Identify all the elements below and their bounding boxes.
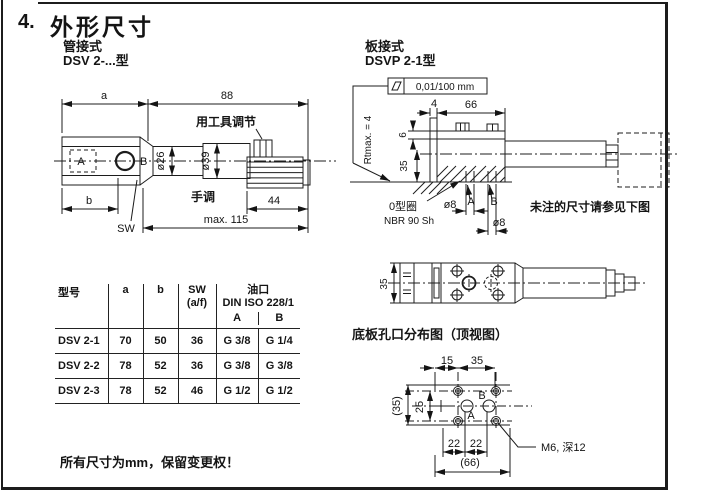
dim-a: a xyxy=(101,90,108,102)
plate-valve-topview xyxy=(388,262,646,304)
sw-af-label: (a/f) xyxy=(186,297,208,309)
dim-88: 88 xyxy=(221,90,233,102)
hole-layout-title: 底板孔口分布图（顶视图） xyxy=(352,327,509,342)
plate-port-a-label: A xyxy=(467,196,475,208)
hole-port-b-label: B xyxy=(478,390,485,402)
dim-rtmax: Rtmax. = 4 xyxy=(363,115,374,164)
plate-valve-drawing xyxy=(350,77,680,235)
dim-4: 4 xyxy=(431,98,437,110)
oil-label: 油口 xyxy=(247,284,270,296)
flatness-value: 0,01/100 mm xyxy=(416,82,474,93)
port-b-label: B xyxy=(140,156,147,168)
section-number: 4. xyxy=(18,11,35,33)
table-row: DSV 2-2 78 52 36 G 3/8 G 3/8 xyxy=(55,353,301,379)
col-header-sw: SW (a/f) xyxy=(178,284,217,329)
frame-bottom xyxy=(1,487,668,490)
hole-dim-66p: (66) xyxy=(460,457,480,469)
sw-label: SW xyxy=(188,284,206,296)
dim-dia8-b: ø8 xyxy=(493,217,506,229)
hole-dim-25: 25 xyxy=(414,401,426,413)
dim-44: 44 xyxy=(268,195,280,207)
page-title: 外形尺寸 xyxy=(50,14,154,40)
cell-port-a: G 3/8 xyxy=(216,353,259,379)
dim-max115: max. 115 xyxy=(204,214,248,226)
cell-a: 78 xyxy=(108,353,144,379)
hole-dim-35: 35 xyxy=(471,355,483,367)
hole-layout-drawing xyxy=(405,365,536,477)
hole-dim-35p: (35) xyxy=(391,396,403,416)
thread-spec-label: M6, 深12 xyxy=(541,441,586,454)
cell-port-b: G 1/2 xyxy=(258,378,301,404)
cell-b: 52 xyxy=(143,353,179,379)
manual-adjust-label: 手调 xyxy=(191,189,215,204)
cell-port-a: G 3/8 xyxy=(216,328,259,354)
topview-dim-35: 35 xyxy=(379,278,390,290)
cell-model: DSV 2-1 xyxy=(55,328,109,354)
cell-sw: 46 xyxy=(178,378,217,404)
cell-b: 50 xyxy=(143,328,179,354)
hole-dim-22-right: 22 xyxy=(470,438,482,450)
oil-sub-b: B xyxy=(257,312,300,325)
plate-port-b-label: B xyxy=(490,196,497,208)
dim-sw: SW xyxy=(117,223,135,235)
cell-sw: 36 xyxy=(178,328,217,354)
cell-a: 78 xyxy=(108,378,144,404)
port-b-outline xyxy=(114,150,136,172)
unnoted-dims-note: 未注的尺寸请参见下图 xyxy=(529,199,650,214)
frame-right xyxy=(665,2,668,489)
plate-valve-labels: 0,01/100 mm Rtmax. = 4 4 66 6 35 A B ø8 … xyxy=(363,82,650,229)
pipe-valve-labels: a 88 用工具调节 A B ø26 ø39 手调 b 44 max. 115 … xyxy=(77,90,280,235)
col-header-a: a xyxy=(108,284,144,329)
cell-a: 70 xyxy=(108,328,144,354)
cell-port-a: G 1/2 xyxy=(216,378,259,404)
frame-left xyxy=(1,0,3,489)
footer-note: 所有尺寸为mm，保留变更权！ xyxy=(60,455,240,470)
plate-type-label: 板接式 xyxy=(365,39,405,54)
col-header-model: 型号 xyxy=(55,284,109,329)
port-a-outline xyxy=(69,149,97,173)
col-header-oil: 油口 DIN ISO 228/1 A B xyxy=(216,284,301,329)
cell-sw: 36 xyxy=(178,353,217,379)
oil-standard-label: DIN ISO 228/1 xyxy=(222,297,295,309)
hole-layout-labels: 15 35 (35) 25 B A 22 22 (66) M6, 深12 xyxy=(391,355,586,469)
oil-sub-a: A xyxy=(233,312,242,324)
dim-35: 35 xyxy=(399,160,410,172)
frame-top xyxy=(38,2,668,4)
pipe-valve-drawing xyxy=(54,99,336,233)
pipe-type-label: 管接式 xyxy=(63,39,103,54)
dim-dia8-a: ø8 xyxy=(444,199,457,211)
dim-dia39: ø39 xyxy=(200,152,212,171)
pipe-model-label: DSV 2-...型 xyxy=(63,53,129,68)
cell-model: DSV 2-3 xyxy=(55,378,109,404)
oring-label: 0型圈 xyxy=(389,199,417,213)
cell-b: 52 xyxy=(143,378,179,404)
dim-6: 6 xyxy=(398,132,409,138)
col-header-b: b xyxy=(143,284,179,329)
dim-dia26: ø26 xyxy=(155,152,167,171)
hole-dim-15: 15 xyxy=(441,355,453,367)
table-row: DSV 2-1 70 50 36 G 3/8 G 1/4 xyxy=(55,328,301,354)
port-a-label: A xyxy=(77,156,85,168)
oring-material-label: NBR 90 Sh xyxy=(384,216,434,227)
dim-b: b xyxy=(86,195,92,207)
table-row: DSV 2-3 78 52 46 G 1/2 G 1/2 xyxy=(55,378,301,404)
hole-port-a-label: A xyxy=(467,410,475,422)
hole-dim-22-left: 22 xyxy=(448,438,460,450)
cell-port-b: G 3/8 xyxy=(258,353,301,379)
cell-port-b: G 1/4 xyxy=(258,328,301,354)
cell-model: DSV 2-2 xyxy=(55,353,109,379)
plate-model-label: DSVP 2-1型 xyxy=(365,53,436,68)
spec-table: 型号 a b SW (a/f) 油口 DIN ISO 228/1 A B xyxy=(55,284,301,404)
dim-66: 66 xyxy=(465,99,477,111)
tool-adjust-label: 用工具调节 xyxy=(195,114,256,129)
